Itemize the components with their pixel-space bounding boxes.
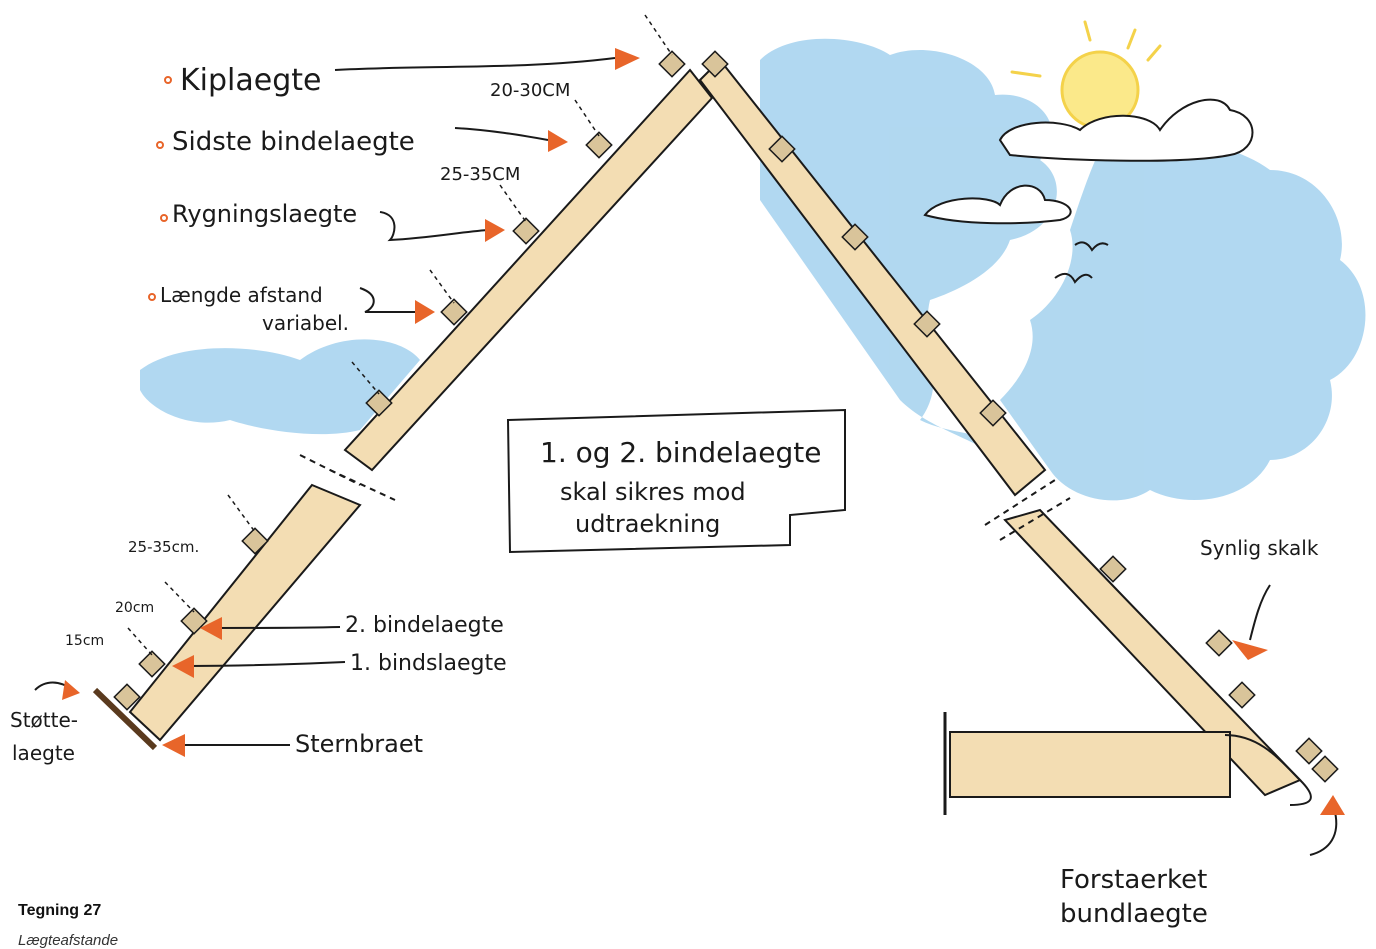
battens-right: [701, 50, 1339, 783]
bullets: [148, 76, 172, 301]
label-stottelaegte-line1: Støtte-: [10, 708, 78, 732]
tie-beam: [943, 712, 1312, 815]
label-kiplaegte: Kiplaegte: [180, 63, 322, 98]
measure-15: 15cm: [65, 633, 104, 649]
measure-20: 20cm: [115, 600, 154, 616]
measure-25-35-low: 25-35cm.: [128, 538, 199, 556]
figure-caption-subtitle: Lægteafstande: [18, 932, 119, 949]
label-bindslaegte-1: 1. bindslaegte: [350, 651, 507, 676]
fascia-board: [92, 687, 158, 751]
measure-25-35-top: 25-35CM: [440, 164, 520, 185]
note-line2: skal sikres mod: [560, 478, 746, 506]
label-arrows: [34, 57, 1338, 856]
left-rafter: [128, 68, 714, 742]
sun-icon: [1010, 20, 1162, 130]
note-box: 1. og 2. bindelaegte skal sikres mod udt…: [506, 408, 846, 554]
arrowheads: [62, 48, 1345, 815]
label-rygningslaegte: Rygningslaegte: [172, 200, 357, 228]
break-marks: [299, 454, 1071, 541]
bird-icon: [1054, 241, 1109, 284]
label-laengde-line2: variabel.: [262, 311, 349, 335]
label-bindelaegte-2: 2. bindelaegte: [345, 613, 504, 638]
figure-caption-title: Tegning 27: [18, 902, 102, 919]
label-synlig-skalk: Synlig skalk: [1200, 536, 1319, 560]
note-line1: 1. og 2. bindelaegte: [540, 436, 821, 469]
cloud-outline-icon: [923, 98, 1254, 225]
label-forstaerket-line2: bundlaegte: [1060, 899, 1208, 929]
label-forstaerket-line1: Forstaerket: [1060, 865, 1207, 895]
label-sternbraet: Sternbraet: [295, 730, 423, 758]
sky-clouds: [140, 38, 1366, 501]
battens-left: [113, 50, 686, 711]
measure-20-30: 20-30CM: [490, 80, 570, 101]
label-laengde-line1: Længde afstand: [160, 283, 323, 307]
label-sidste-bindelaegte: Sidste bindelaegte: [172, 127, 415, 157]
note-line3: udtraekning: [575, 510, 720, 538]
label-stottelaegte-line2: laegte: [12, 741, 75, 765]
measurement-lines: [127, 14, 673, 656]
